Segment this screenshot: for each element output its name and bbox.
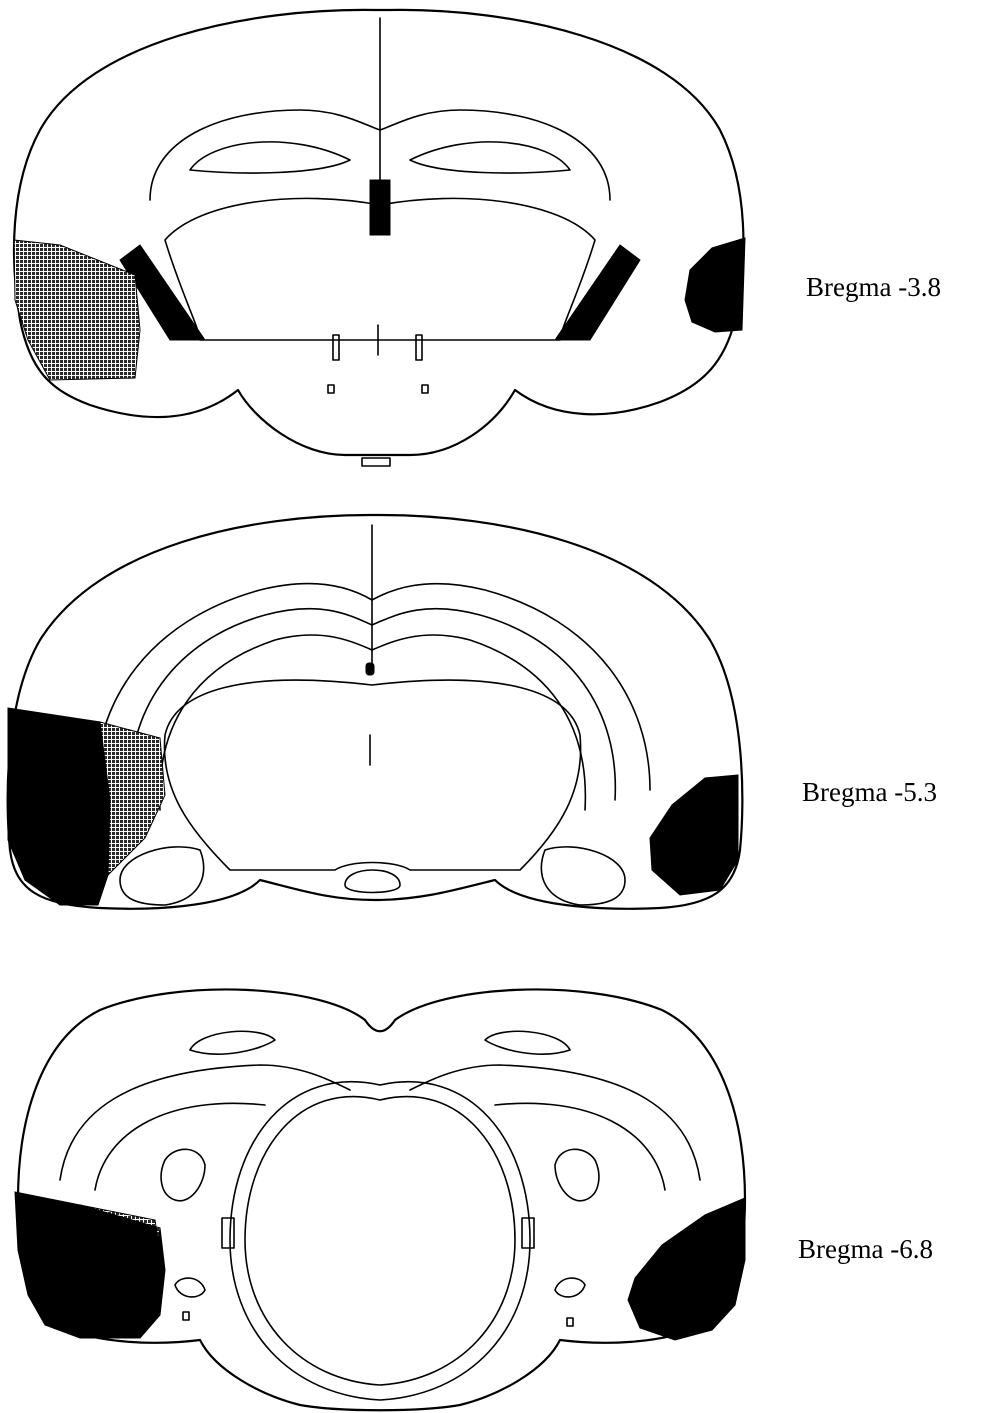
section-3-midbrain [245,1097,515,1385]
section-3-lesion-left [15,1192,165,1338]
section-2-lesion-left [8,708,110,905]
section-1-base-mark [362,458,390,466]
section-3-mark-right [522,1218,534,1248]
section-1-ventricle-mark [370,180,390,235]
section-1-lesion-right [685,238,745,332]
section-1-inner-left [150,110,380,200]
section-1-tract-right [555,245,640,340]
section-2-label: Bregma -5.3 [802,777,937,807]
section-3-hippo-left [190,1031,275,1054]
section-1-hippo-right [410,142,570,173]
section-3-lesion-right [628,1198,745,1340]
section-1-inner-right [380,110,610,200]
section-1-label: Bregma -3.8 [806,272,941,302]
section-2-dot [366,663,374,675]
section-3-midbrain-outer [230,1082,530,1400]
section-1-dot-left [328,385,334,393]
section-3-bregma-6-8: Bregma -6.8 [15,989,933,1410]
section-1-small-left [333,335,339,360]
section-2-lesion-left-shaded [100,722,165,875]
section-2-ventral-left [120,847,204,905]
section-3-mark-left [222,1218,234,1248]
section-2-bregma-5-3: Bregma -5.3 [8,515,937,909]
section-1-dot-right [422,385,428,393]
section-3-small-right [555,1278,585,1297]
section-2-midbrain [164,680,580,870]
section-3-label: Bregma -6.8 [798,1234,933,1264]
section-1-bregma-3-8: Bregma -3.8 [14,10,941,466]
section-3-dot-left [183,1312,189,1320]
section-2-lesion-right [650,775,738,895]
section-1-small-right [416,335,422,360]
section-3-struct-left [161,1149,205,1200]
section-2-ventral-right [541,847,625,905]
section-3-hippo-right [485,1031,570,1054]
section-3-struct-right [555,1149,599,1200]
section-3-dot-right [567,1318,573,1326]
section-2-base-shape [345,870,400,893]
section-1-hippo-left [190,142,350,173]
section-3-small-left [175,1278,205,1297]
section-3-outline [18,989,745,1410]
